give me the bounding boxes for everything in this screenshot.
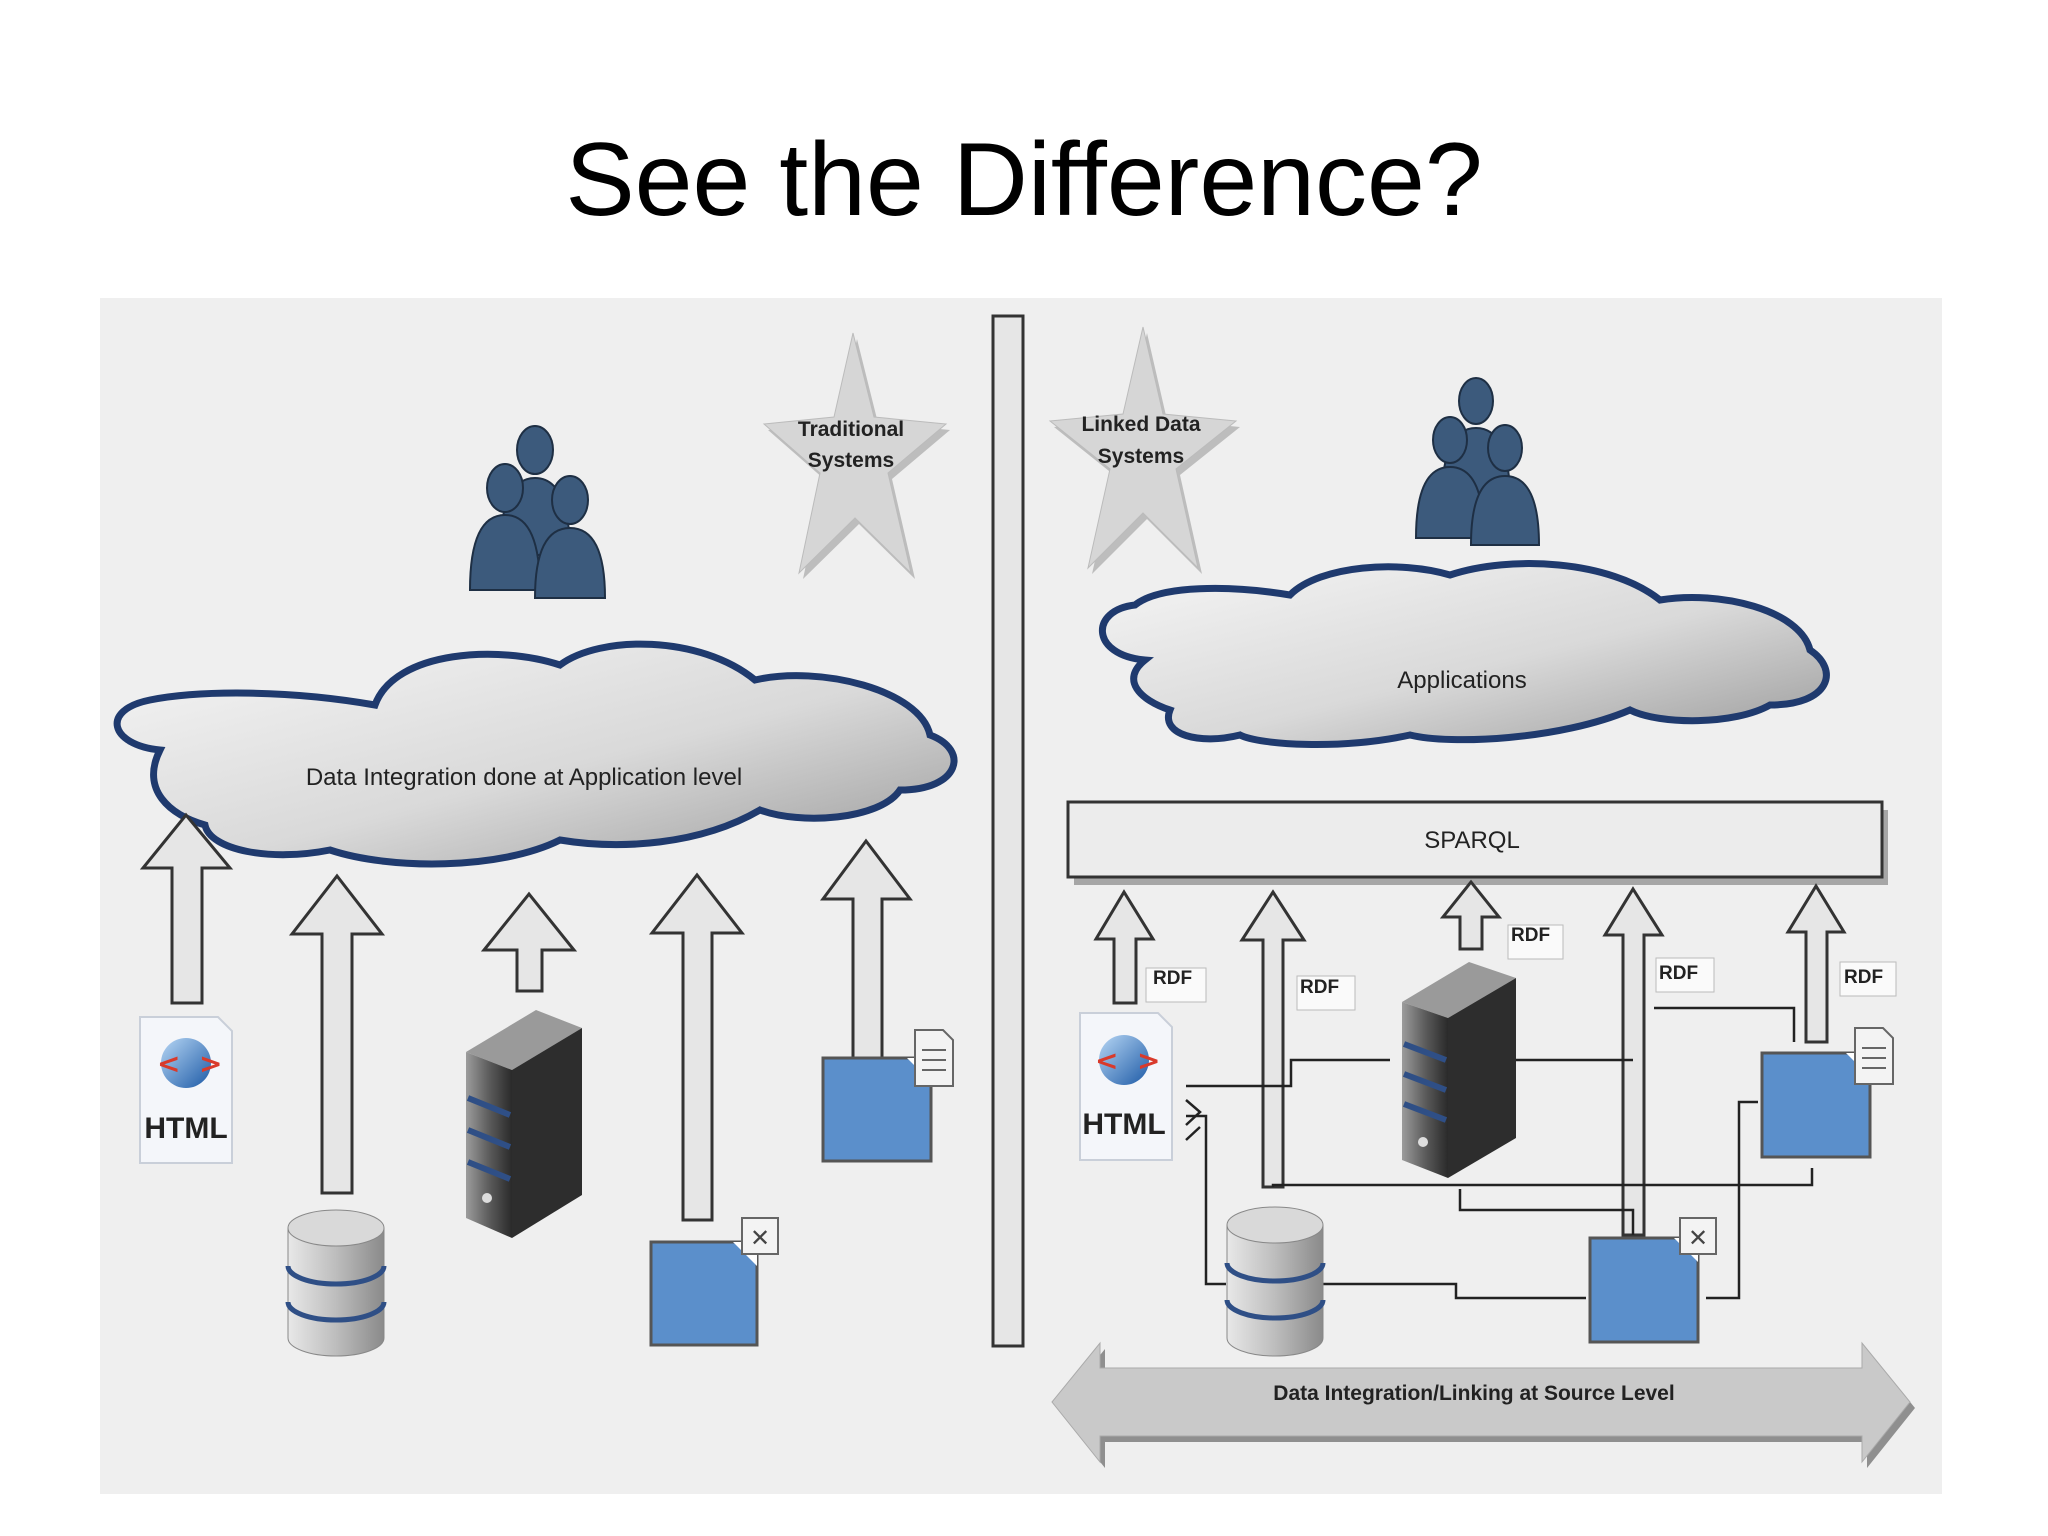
right-html-label: HTML — [1082, 1108, 1165, 1141]
application-level-cloud: Data Integration done at Application lev… — [113, 640, 958, 868]
traditional-star-line2: Systems — [808, 449, 894, 472]
rdf-arrow-document — [1785, 883, 1847, 1044]
upload-arrow-excel — [648, 872, 746, 1222]
linked-star-line1: Linked Data — [1081, 413, 1200, 436]
upload-arrow-database — [288, 873, 386, 1195]
traditional-star-line1: Traditional — [798, 418, 904, 441]
users-group-icon — [1414, 377, 1541, 546]
server-icon — [1402, 962, 1516, 1178]
rdf-label-html: RDF — [1153, 968, 1192, 989]
rdf-label-server: RDF — [1511, 925, 1550, 946]
slide-title: See the Difference? — [565, 122, 1483, 238]
traditional-systems-star: Traditional Systems — [762, 332, 950, 579]
center-divider — [991, 314, 1025, 1348]
html-file-icon: < > HTML — [139, 1016, 233, 1164]
bottom-arrow-label: Data Integration/Linking at Source Level — [1273, 1382, 1674, 1405]
source-level-integration-arrow: Data Integration/Linking at Source Level — [1051, 1341, 1915, 1468]
left-html-label: HTML — [144, 1112, 227, 1145]
svg-text:<: < — [1095, 1044, 1118, 1077]
database-icon — [285, 1209, 387, 1357]
svg-text:>: > — [199, 1047, 222, 1080]
svg-text:✕: ✕ — [750, 1224, 770, 1252]
applications-cloud: Applications — [1098, 560, 1830, 748]
source-link-lines — [1185, 1006, 1814, 1300]
server-icon — [466, 1010, 582, 1238]
database-icon — [1224, 1206, 1326, 1357]
svg-text:>: > — [1137, 1044, 1160, 1077]
left-cloud-label: Data Integration done at Application lev… — [306, 764, 742, 791]
rdf-arrow-server — [1439, 879, 1503, 951]
rdf-label-document: RDF — [1844, 967, 1883, 988]
rdf-label-excel: RDF — [1659, 963, 1698, 984]
sparql-endpoint-bar: SPARQL — [1066, 800, 1888, 885]
svg-text:<: < — [157, 1047, 180, 1080]
rdf-arrow-html — [1093, 889, 1156, 1005]
excel-document-icon: ✕ — [1588, 1217, 1717, 1344]
users-group-icon — [468, 425, 607, 599]
html-file-icon: < > HTML — [1079, 1012, 1173, 1161]
upload-arrow-server — [480, 891, 578, 993]
svg-text:✕: ✕ — [1688, 1224, 1708, 1252]
text-document-icon — [821, 1029, 954, 1163]
text-document-icon — [1760, 1027, 1894, 1159]
upload-arrow-document — [820, 838, 914, 1075]
rdf-label-database: RDF — [1300, 977, 1339, 998]
excel-document-icon: ✕ — [649, 1217, 779, 1347]
linked-star-line2: Systems — [1098, 445, 1184, 468]
linked-data-systems-star: Linked Data Systems — [1048, 326, 1240, 574]
sparql-label: SPARQL — [1424, 827, 1520, 854]
upload-arrow-html — [139, 812, 234, 1005]
right-cloud-label: Applications — [1397, 667, 1526, 694]
rdf-arrow-database — [1239, 889, 1307, 1189]
